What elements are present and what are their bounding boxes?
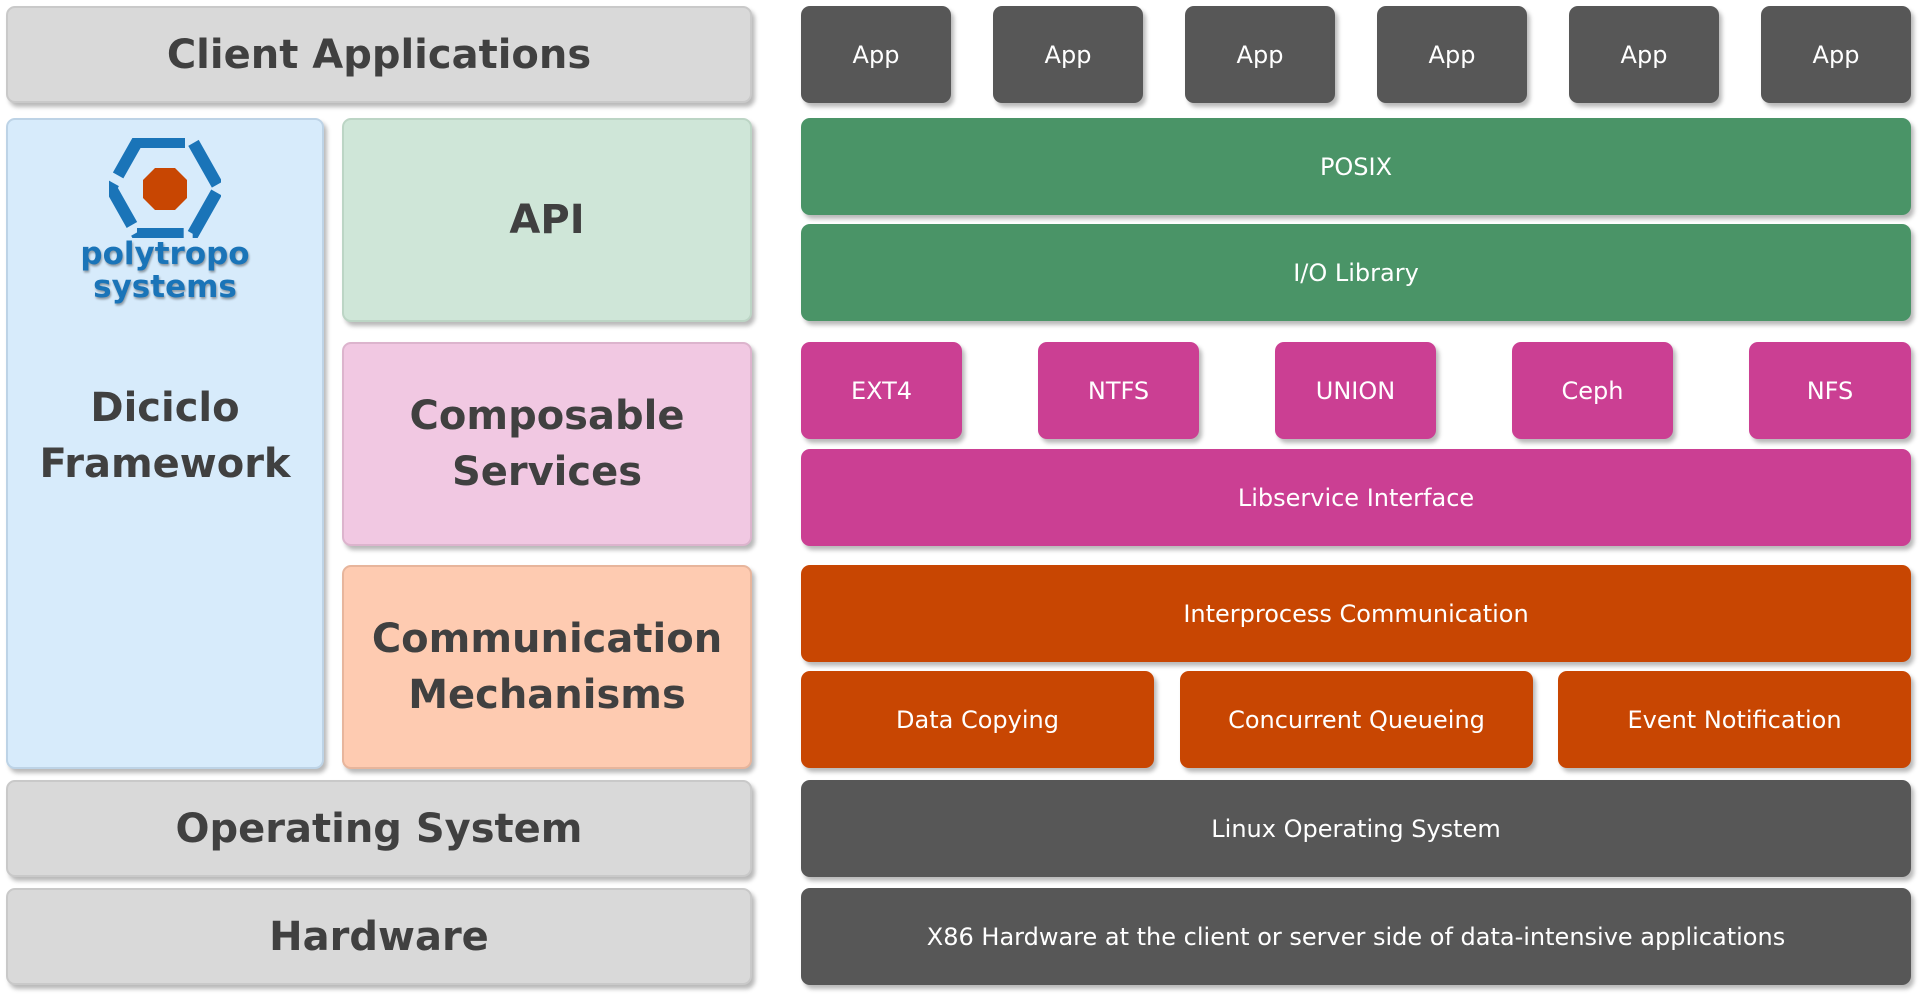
composable-services-layer: Composable Services: [342, 342, 752, 546]
communication-label-line1: Communication: [371, 616, 723, 662]
data-copying-label: Data Copying: [896, 705, 1059, 734]
composable-services-label: Composable Services: [410, 388, 685, 500]
polytropo-hexagon-logo-icon: [109, 138, 221, 238]
app-box: App: [1569, 6, 1719, 103]
framework-label-line2: Framework: [39, 441, 291, 487]
operating-system-layer: Operating System: [6, 780, 752, 877]
framework-content: polytropo systems Diciclo Framework: [8, 120, 322, 492]
communication-mechanisms-label: Communication Mechanisms: [372, 611, 722, 723]
event-notification-label: Event Notification: [1627, 705, 1842, 734]
concurrent-queueing-label: Concurrent Queueing: [1228, 705, 1485, 734]
filesystem-service-box: NFS: [1749, 342, 1911, 439]
app-box: App: [1761, 6, 1911, 103]
posix-layer: POSIX: [801, 118, 1911, 215]
io-library-layer: I/O Library: [801, 224, 1911, 321]
communication-label-line2: Mechanisms: [408, 672, 686, 718]
filesystem-label: EXT4: [850, 376, 913, 405]
filesystem-label: NFS: [1806, 376, 1854, 405]
logo-wordmark: polytropo systems: [80, 238, 249, 304]
io-library-label: I/O Library: [1293, 258, 1419, 287]
filesystem-label: NTFS: [1087, 376, 1150, 405]
composable-label-line1: Composable: [409, 393, 685, 439]
app-label: App: [852, 40, 900, 69]
framework-label-line1: Diciclo: [90, 385, 240, 431]
filesystem-service-box: EXT4: [801, 342, 962, 439]
app-box: App: [1185, 6, 1335, 103]
app-label: App: [1812, 40, 1860, 69]
composable-label-line2: Services: [451, 449, 643, 495]
api-layer: API: [342, 118, 752, 322]
interprocess-communication-label: Interprocess Communication: [1183, 599, 1529, 628]
concurrent-queueing-box: Concurrent Queueing: [1180, 671, 1533, 768]
filesystem-service-box: UNION: [1275, 342, 1436, 439]
logo-line-systems: systems: [93, 269, 237, 305]
diciclo-framework-panel: polytropo systems Diciclo Framework: [6, 118, 324, 769]
hardware-layer: Hardware: [6, 888, 752, 985]
logo-line-polytropo: polytropo: [80, 236, 250, 272]
app-box: App: [801, 6, 951, 103]
linux-operating-system-layer: Linux Operating System: [801, 780, 1911, 877]
app-label: App: [1620, 40, 1668, 69]
interprocess-communication-layer: Interprocess Communication: [801, 565, 1911, 662]
operating-system-label: Operating System: [175, 805, 583, 852]
filesystem-label: Ceph: [1561, 376, 1624, 405]
communication-mechanisms-layer: Communication Mechanisms: [342, 565, 752, 769]
app-box: App: [1377, 6, 1527, 103]
client-applications-label: Client Applications: [166, 31, 592, 78]
app-label: App: [1236, 40, 1284, 69]
api-label: API: [509, 197, 585, 243]
libservice-interface-label: Libservice Interface: [1237, 483, 1475, 512]
filesystem-label: UNION: [1315, 376, 1396, 405]
framework-label: Diciclo Framework: [39, 380, 290, 492]
libservice-interface-layer: Libservice Interface: [801, 449, 1911, 546]
filesystem-service-box: Ceph: [1512, 342, 1673, 439]
posix-label: POSIX: [1319, 152, 1393, 181]
linux-operating-system-label: Linux Operating System: [1211, 814, 1501, 843]
client-applications-layer: Client Applications: [6, 6, 752, 103]
x86-hardware-label: X86 Hardware at the client or server sid…: [926, 922, 1786, 951]
event-notification-box: Event Notification: [1558, 671, 1911, 768]
hardware-label: Hardware: [269, 913, 489, 960]
app-label: App: [1428, 40, 1476, 69]
filesystem-service-box: NTFS: [1038, 342, 1199, 439]
data-copying-box: Data Copying: [801, 671, 1154, 768]
app-label: App: [1044, 40, 1092, 69]
app-box: App: [993, 6, 1143, 103]
x86-hardware-layer: X86 Hardware at the client or server sid…: [801, 888, 1911, 985]
